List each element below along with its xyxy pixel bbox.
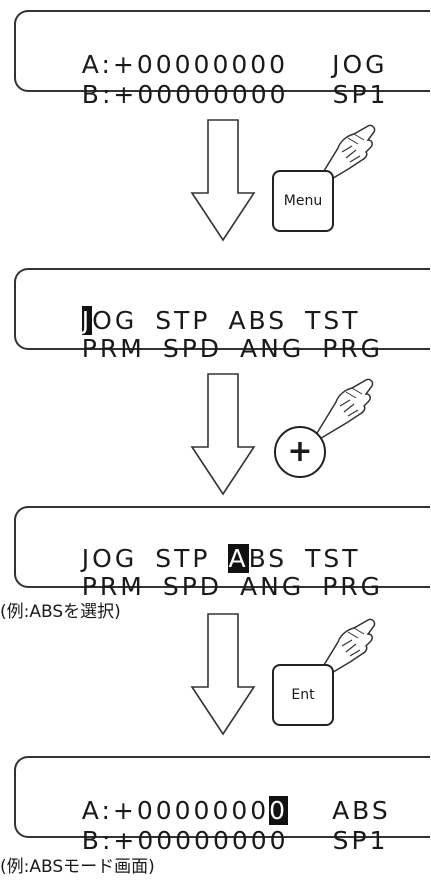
- ent-key-group: Ent: [268, 612, 388, 732]
- lcd-line-2: PRM SPD ANG PRG: [38, 542, 383, 632]
- position-b-value: B:+00000000: [81, 80, 289, 109]
- menu-item-spd: SPD: [162, 334, 223, 363]
- plus-icon: +: [287, 434, 313, 469]
- position-a-value: A:+00000000: [81, 50, 289, 79]
- menu-item-ang: ANG: [240, 334, 305, 363]
- ent-button-label: Ent: [291, 687, 315, 703]
- menu-item-abs-rest: BS: [248, 544, 288, 573]
- menu-item-stp: STP: [155, 544, 211, 573]
- menu-key-group: Menu: [268, 118, 388, 238]
- speed-label: SP1: [332, 826, 389, 855]
- cursor-highlight: 0: [269, 796, 289, 825]
- menu-button[interactable]: Menu: [272, 170, 334, 232]
- caption-select-example: (例:ABSを選択): [0, 602, 121, 622]
- lcd-screen-abs-mode: A:+00000000 ABS B:+00000000 SP1: [14, 756, 430, 855]
- menu-item-jog: JOG: [81, 544, 138, 573]
- menu-button-label: Menu: [283, 193, 323, 209]
- lcd-screen-menu-abs-selected: JOG STP ABS TST PRM SPD ANG PRG: [14, 506, 430, 601]
- speed-label: SP1: [332, 80, 389, 109]
- menu-item-tst: TST: [305, 544, 361, 573]
- menu-item-stp: STP: [155, 306, 211, 335]
- menu-item-tst: TST: [305, 306, 361, 335]
- menu-item-prm: PRM: [81, 334, 145, 363]
- menu-item-prg: PRG: [322, 334, 384, 363]
- lcd-line-1: JOG STP ABS TST: [38, 514, 361, 604]
- menu-item-abs: ABS: [228, 306, 288, 335]
- down-arrow-icon: [190, 613, 256, 736]
- cursor-highlight: J: [81, 306, 93, 335]
- lcd-line-2: B:+00000000 SP1: [38, 50, 388, 140]
- caption-mode-example: (例:ABSモード画面): [0, 857, 155, 877]
- menu-item-ang: ANG: [240, 572, 305, 601]
- lcd-screen-menu: JOG STP ABS TST PRM SPD ANG PRG: [14, 268, 430, 363]
- plus-key-group: +: [268, 372, 388, 492]
- lcd-line-1: JOG STP ABS TST: [38, 276, 361, 366]
- lcd-line-1: A:+00000000 JOG: [38, 20, 388, 110]
- down-arrow-icon: [190, 373, 256, 496]
- mode-label: JOG: [332, 50, 388, 79]
- down-arrow-icon: [190, 119, 256, 242]
- lcd-screen-initial: A:+00000000 JOG B:+00000000 SP1: [14, 10, 430, 109]
- position-b-value: B:+00000000: [81, 826, 289, 855]
- menu-item-prg: PRG: [322, 572, 384, 601]
- ent-button[interactable]: Ent: [272, 664, 334, 726]
- menu-item-prm: PRM: [81, 572, 145, 601]
- lcd-line-1: A:+00000000 ABS: [38, 766, 391, 856]
- cursor-highlight: A: [228, 544, 249, 573]
- menu-item-spd: SPD: [162, 572, 223, 601]
- position-a-value: A:+0000000: [81, 796, 270, 825]
- lcd-line-2: PRM SPD ANG PRG: [38, 304, 383, 394]
- menu-item-jog-rest: OG: [92, 306, 138, 335]
- plus-button[interactable]: +: [274, 426, 326, 478]
- lcd-line-2: B:+00000000 SP1: [38, 796, 388, 886]
- mode-label: ABS: [332, 796, 391, 825]
- pressing-hand-icon: [312, 378, 374, 441]
